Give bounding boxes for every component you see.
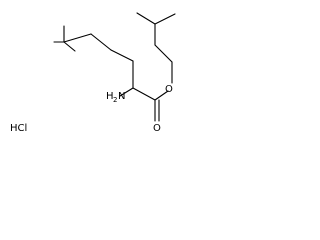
bond-chain-1 — [63, 33, 92, 43]
bond-ester-o — [154, 90, 169, 101]
chemical-structure-diagram: H 2 N O O HCl — [10, 12, 176, 134]
bond-side-4 — [136, 12, 156, 25]
bond-side-5 — [154, 13, 176, 25]
amine-label-n: N — [118, 91, 125, 102]
hydrochloride-label: HCl — [10, 123, 27, 134]
ester-oxygen-label: O — [165, 84, 173, 95]
bond-amine — [119, 87, 134, 97]
bond-side-2 — [154, 44, 173, 63]
carbonyl-oxygen-label: O — [153, 123, 161, 134]
bond-chain-2 — [90, 33, 112, 51]
bond-tbutyl-bottom — [63, 41, 76, 52]
amine-label-h: H — [106, 91, 114, 102]
amine-label-sub: 2 — [113, 96, 117, 104]
bond-c-to-carbonyl — [132, 87, 156, 101]
bond-chain-3 — [110, 49, 134, 62]
